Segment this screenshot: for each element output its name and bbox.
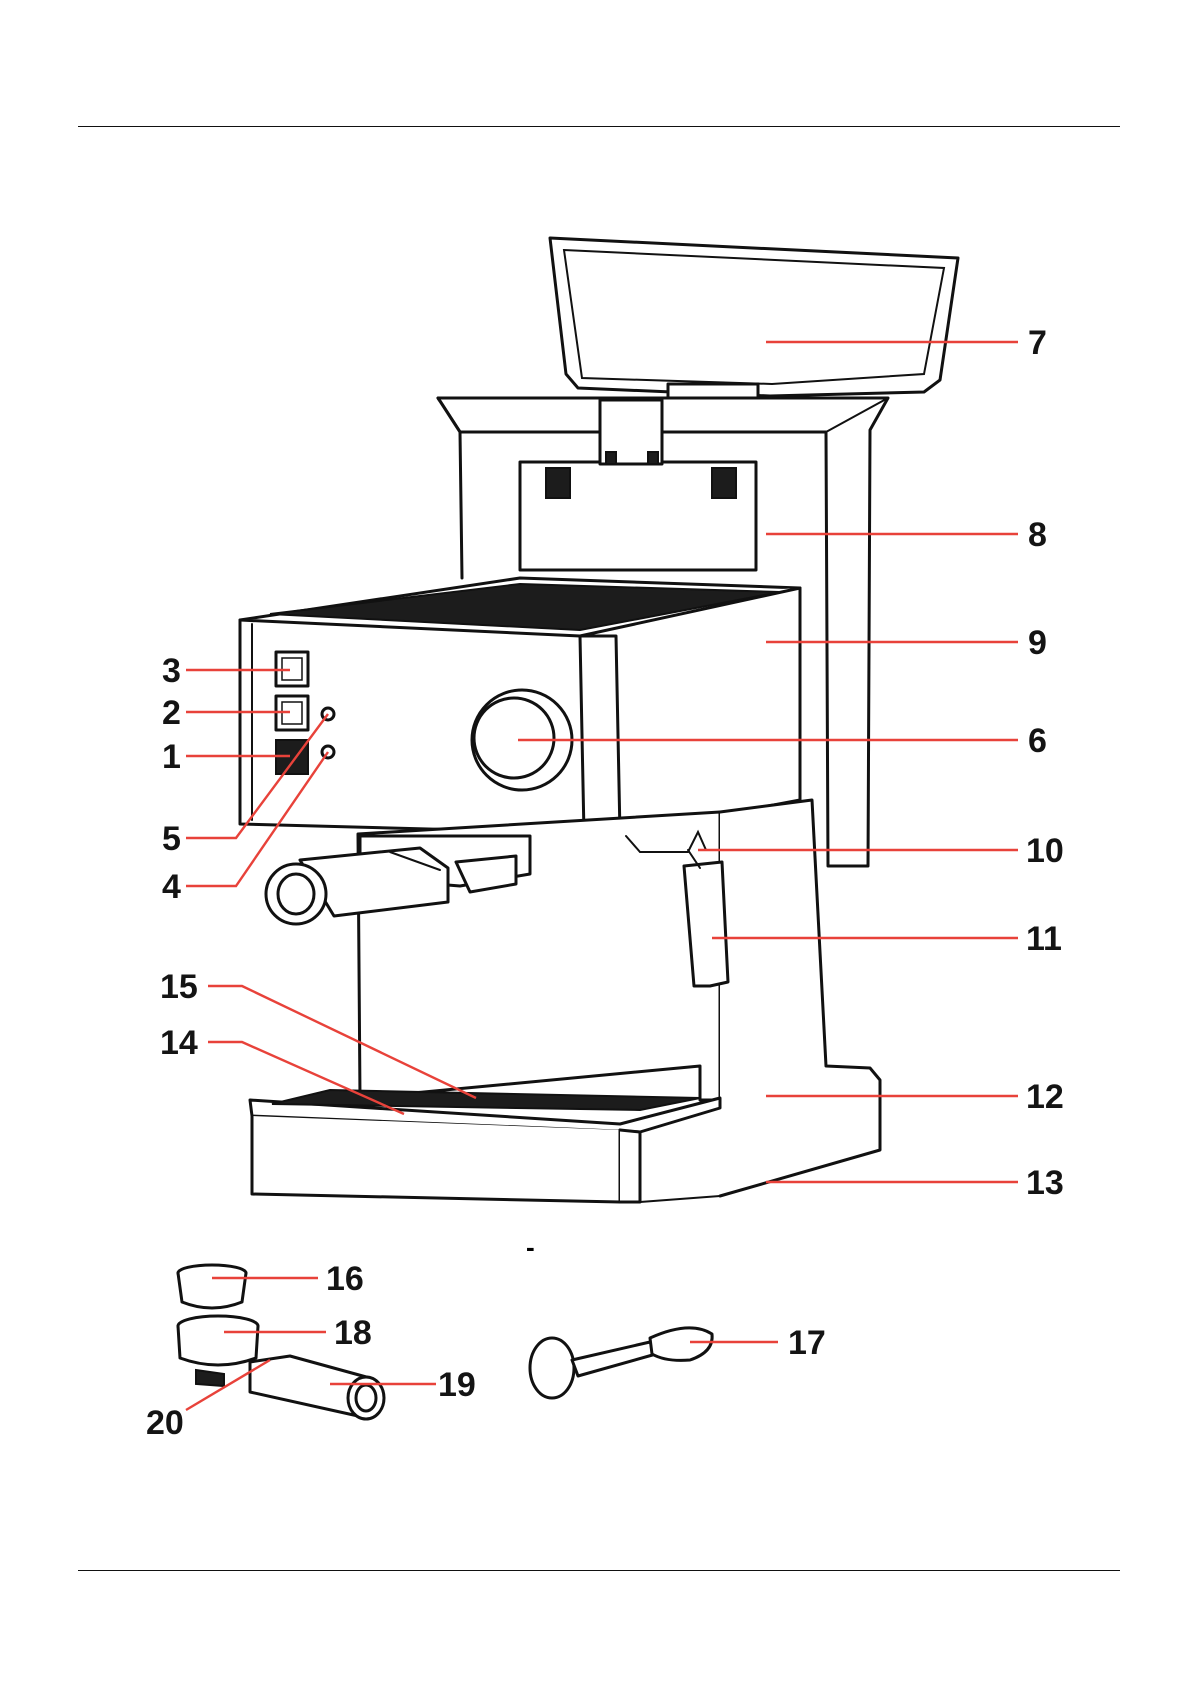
callout-label-4: 4 <box>162 868 181 906</box>
callout-label-12: 12 <box>1026 1078 1064 1116</box>
machine-illustration: - <box>178 238 958 1419</box>
stray-mark: - <box>526 1232 535 1262</box>
callout-label-13: 13 <box>1026 1164 1064 1202</box>
callout-label-19: 19 <box>438 1366 476 1404</box>
callout-label-6: 6 <box>1028 722 1047 760</box>
callout-label-18: 18 <box>334 1314 372 1352</box>
tamper-spoon <box>530 1328 712 1398</box>
callout-label-8: 8 <box>1028 516 1047 554</box>
callout-label-11: 11 <box>1026 920 1062 958</box>
portafilter <box>250 1356 384 1419</box>
callout-label-1: 1 <box>162 738 181 776</box>
callout-label-7: 7 <box>1028 324 1047 362</box>
callout-label-9: 9 <box>1028 624 1047 662</box>
callout-label-15: 15 <box>160 968 198 1006</box>
filter-baskets <box>178 1265 258 1386</box>
tank-lid <box>550 238 958 398</box>
callout-label-10: 10 <box>1026 832 1064 870</box>
callout-label-16: 16 <box>326 1260 364 1298</box>
callout-label-20: 20 <box>146 1404 184 1442</box>
callout-label-3: 3 <box>162 652 181 690</box>
callout-label-2: 2 <box>162 694 181 732</box>
callout-label-14: 14 <box>160 1024 198 1062</box>
callout-label-17: 17 <box>788 1324 826 1362</box>
drip-tray <box>250 1090 720 1202</box>
callout-label-5: 5 <box>162 820 181 858</box>
